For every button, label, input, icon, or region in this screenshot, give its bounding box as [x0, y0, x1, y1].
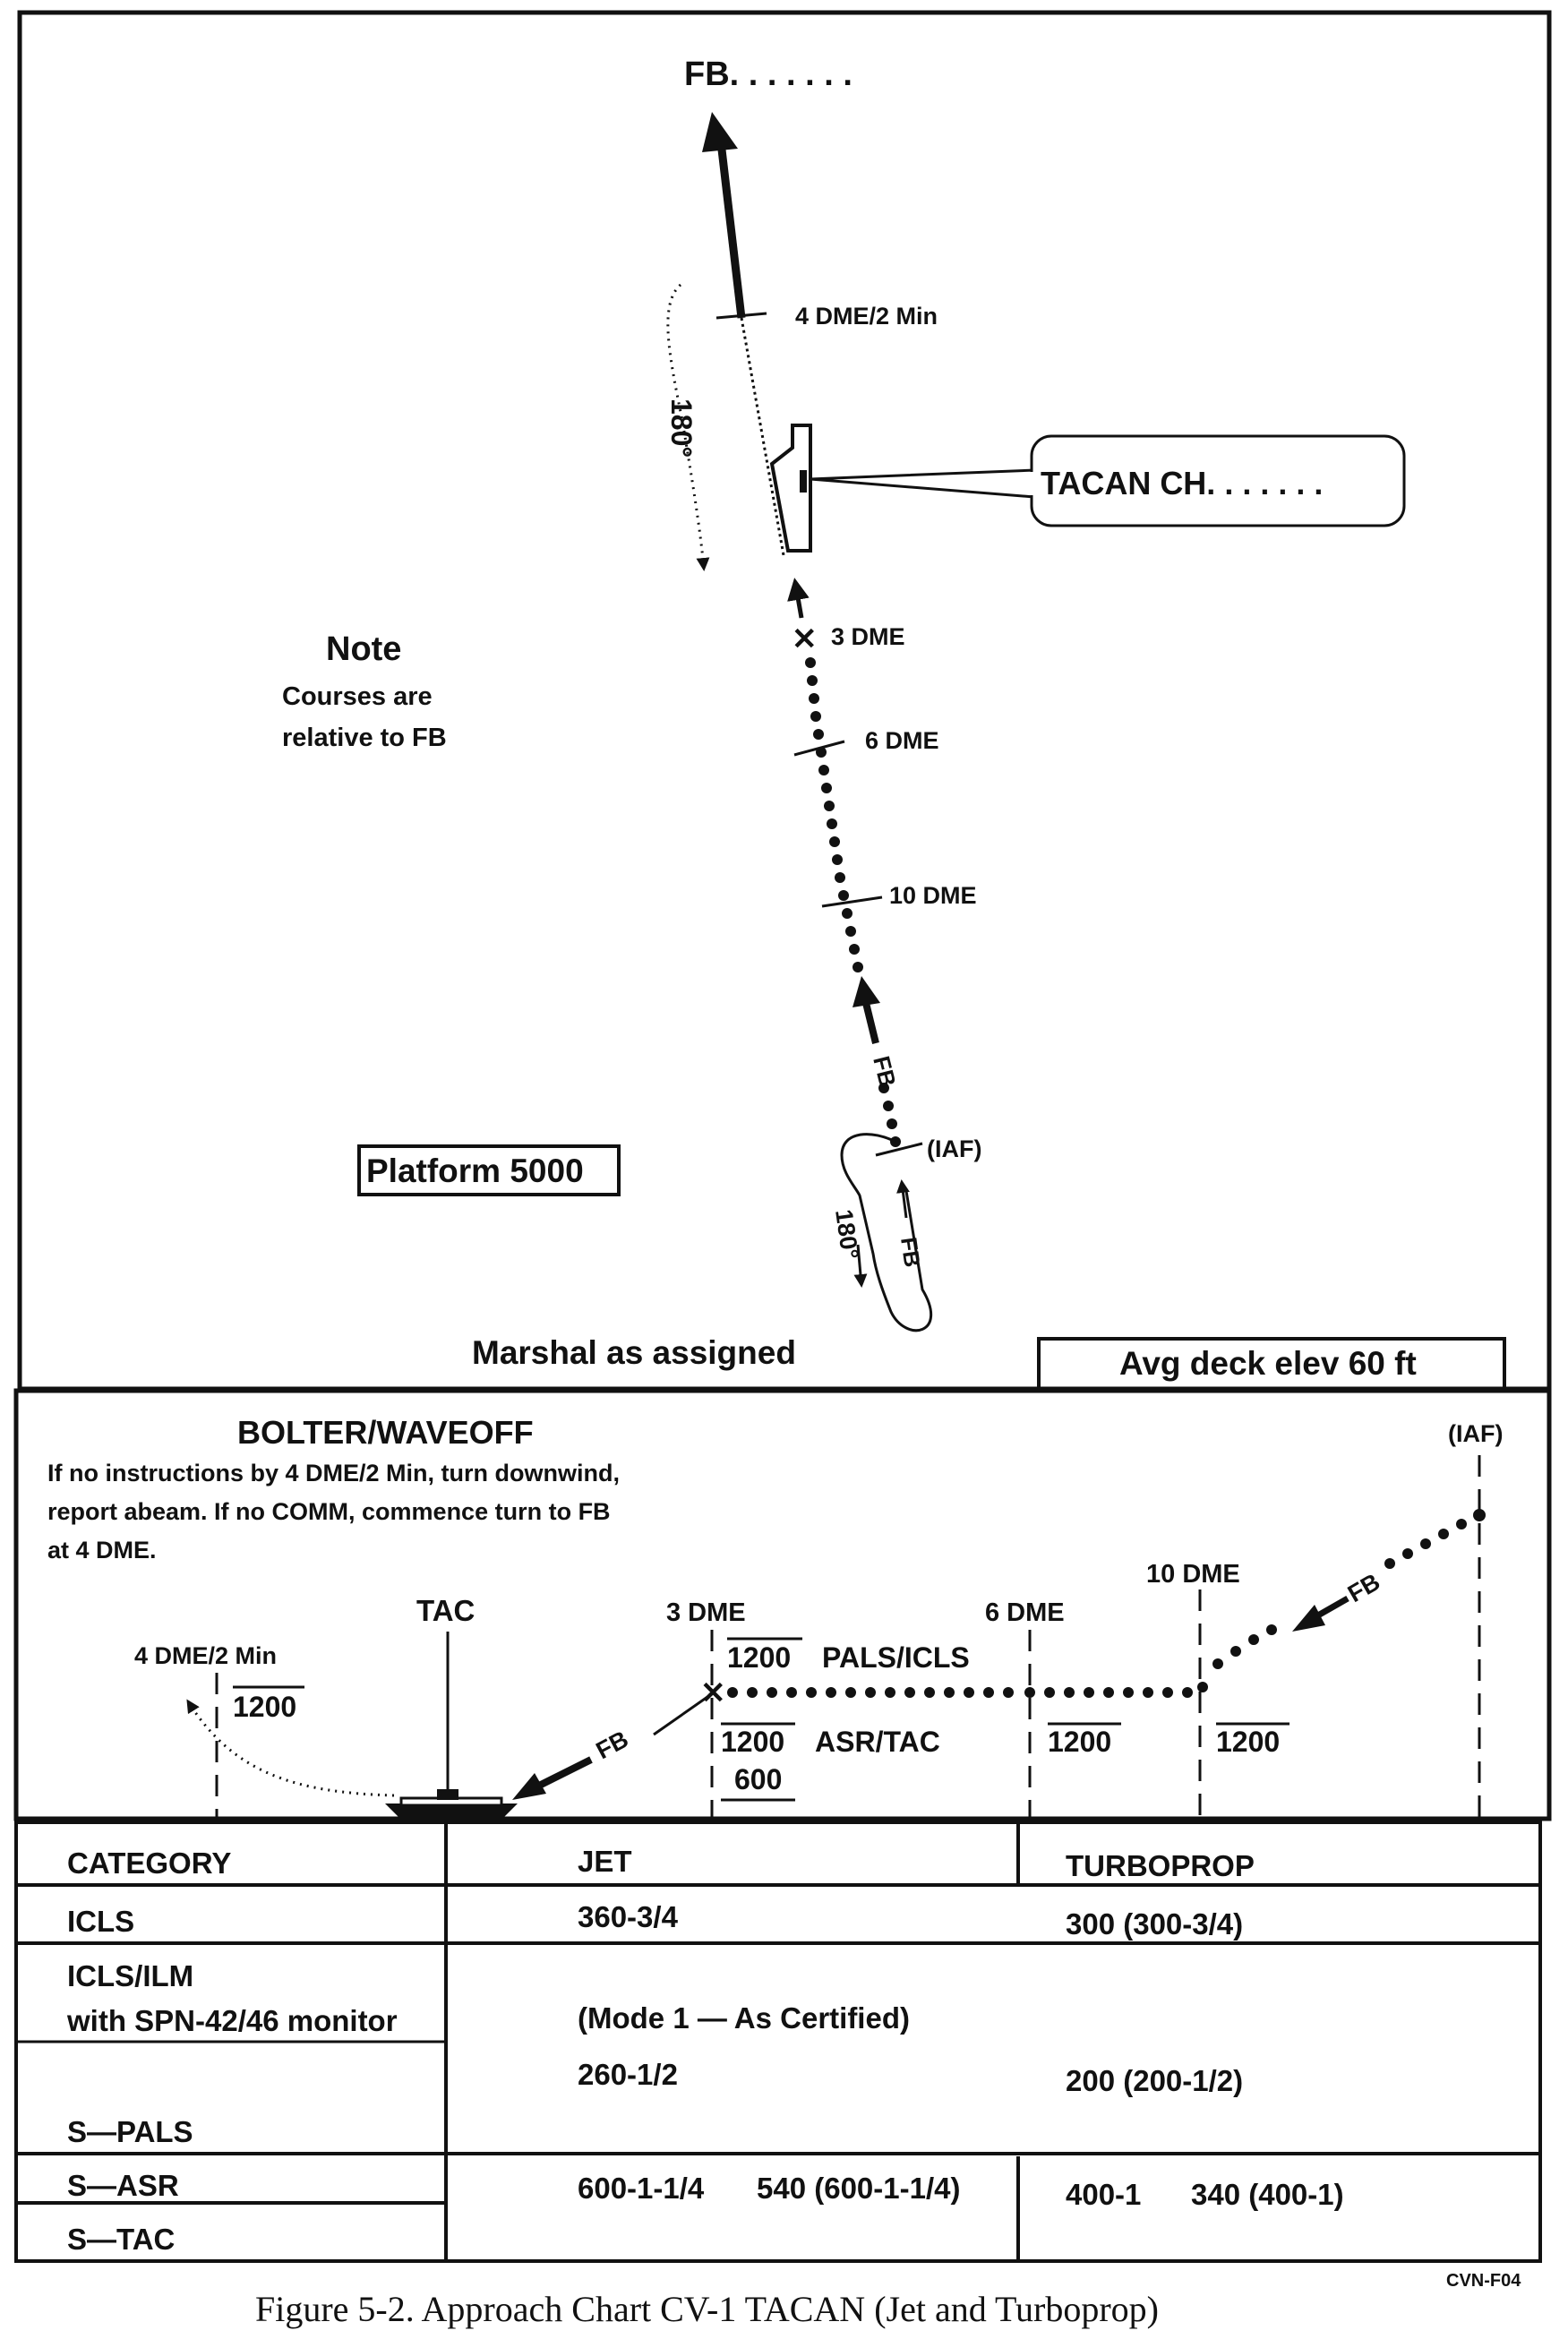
inbound-arrow-top [787, 578, 810, 619]
plan-view: FB. . . . . . . 4 DME/2 Min 180° TACAN C… [17, 10, 1552, 1392]
asr-jet-b: 540 (600-1-1/4) [757, 2172, 960, 2205]
profile-dme4-label: 4 DME/2 Min [134, 1642, 277, 1669]
ship-profile-icon [385, 1789, 518, 1818]
profile-view: BOLTER/WAVEOFF If no instructions by 4 D… [13, 1388, 1552, 1821]
descent-arrow [1292, 1595, 1350, 1632]
ilm-turboprop: 200 (200-1/2) [1066, 2064, 1243, 2097]
alt-10dme: 1200 [1216, 1726, 1280, 1758]
level-dots [727, 1687, 1193, 1698]
dme-4-tick [715, 312, 767, 320]
inbound-course-dots [805, 657, 901, 1147]
hold-180-label: 180° [830, 1208, 863, 1261]
dme-6-label: 6 DME [865, 727, 939, 754]
profile-dme10-label: 10 DME [1146, 1560, 1240, 1589]
fb-inbound-label: FB [868, 1053, 901, 1090]
minimums-table: CATEGORY JET TURBOPROP ICLS 360-3/4 300 … [14, 1821, 1542, 2263]
alt-asr: 1200 [721, 1726, 784, 1758]
tacan-callout: TACAN CH. . . . . . . [810, 434, 1406, 527]
header-jet: JET [578, 1845, 632, 1878]
tacan-ch-label: TACAN CH. . . . . . . [1041, 465, 1323, 501]
note-line-1: Courses are [282, 682, 433, 711]
platform-label: Platform 5000 [366, 1152, 584, 1189]
holding-pattern [840, 1133, 933, 1332]
ilm-jet: 260-1/2 [578, 2058, 678, 2091]
dme-4-label: 4 DME/2 Min [795, 303, 938, 330]
bolter-line-3: at 4 DME. [47, 1537, 157, 1564]
fb-descent-label: FB [1343, 1568, 1384, 1607]
bolter-title: BOLTER/WAVEOFF [237, 1414, 534, 1451]
alt-4dme: 1200 [233, 1691, 296, 1723]
descent-dots [1197, 1509, 1486, 1692]
marshal-label: Marshal as assigned [472, 1334, 796, 1371]
asr-jet-a: 600-1-1/4 [578, 2172, 705, 2205]
dme-10-label: 10 DME [889, 882, 977, 909]
bolter-line-2: report abeam. If no COMM, commence turn … [47, 1498, 611, 1525]
cat-ilm-line1: ICLS/ILM [67, 1959, 193, 1992]
deck-elev-label: Avg deck elev 60 ft [1119, 1345, 1417, 1382]
hold-arrow-2 [896, 1179, 910, 1219]
header-turboprop: TURBOPROP [1066, 1849, 1255, 1882]
dme-10-tick [821, 895, 883, 908]
profile-iaf-label: (IAF) [1448, 1420, 1503, 1447]
profile-3dme-cross: ✕ [700, 1676, 726, 1710]
note-line-2: relative to FB [282, 724, 447, 752]
pals-label: PALS/ICLS [822, 1641, 970, 1674]
cat-asr: S—ASR [67, 2169, 179, 2202]
alt-600: 600 [734, 1763, 782, 1795]
profile-tac-label: TAC [416, 1594, 475, 1627]
fb-course-arrow [702, 112, 746, 319]
final-arrow [512, 1695, 708, 1800]
alt-6dme: 1200 [1048, 1726, 1111, 1758]
hold-fb-label: FB [895, 1236, 924, 1269]
cat-icls: ICLS [67, 1905, 134, 1938]
dme-3-label: 3 DME [831, 623, 905, 650]
note-title: Note [326, 630, 401, 668]
carrier-icon [769, 424, 812, 553]
dme-3-cross: ✕ [792, 622, 818, 656]
figure-code: CVN-F04 [1446, 2271, 1521, 2291]
iaf-label: (IAF) [927, 1135, 981, 1162]
iaf-tick [875, 1142, 923, 1157]
fb-inbound-arrow [853, 976, 880, 1044]
asr-turboprop-a: 400-1 [1066, 2178, 1141, 2211]
alt-pals: 1200 [727, 1641, 791, 1674]
dme-6-tick [793, 740, 845, 757]
fb-final-label: FB [592, 1726, 633, 1764]
bolter-line-1: If no instructions by 4 DME/2 Min, turn … [47, 1460, 620, 1487]
ilm-mode: (Mode 1 — As Certified) [578, 2001, 910, 2035]
course-line [740, 317, 785, 556]
hold-arrow-1 [853, 1244, 868, 1288]
profile-dme3-label: 3 DME [666, 1598, 746, 1627]
asr-turboprop-b: 340 (400-1) [1191, 2178, 1344, 2211]
fb-label: FB. . . . . . . [684, 56, 853, 93]
cat-pals: S—PALS [67, 2115, 193, 2148]
bolter-path [186, 1699, 395, 1797]
profile-dme6-label: 6 DME [985, 1598, 1065, 1627]
icls-turboprop: 300 (300-3/4) [1066, 1907, 1243, 1941]
cat-tac: S—TAC [67, 2223, 175, 2256]
figure-caption: Figure 5-2. Approach Chart CV-1 TACAN (J… [255, 2289, 1159, 2329]
cat-ilm-line2: with SPN-42/46 monitor [66, 2004, 398, 2037]
turn-180-label: 180° [665, 398, 698, 458]
icls-jet: 360-3/4 [578, 1900, 679, 1933]
asr-label: ASR/TAC [815, 1726, 940, 1758]
header-category: CATEGORY [67, 1846, 231, 1880]
